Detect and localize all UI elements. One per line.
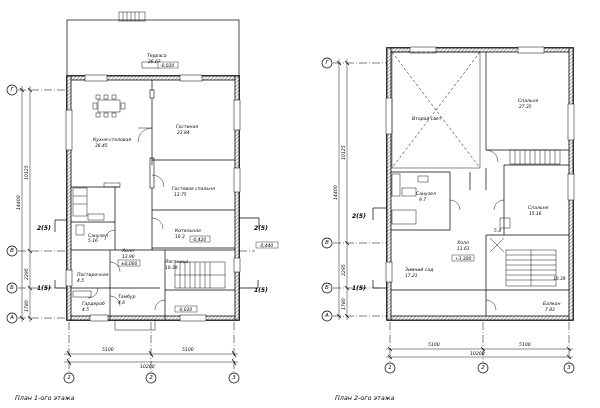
entry-level: -0,020 [178, 307, 192, 313]
room-wc-name: Санузел [88, 233, 108, 239]
room-boiler-name: Котельная [175, 228, 201, 234]
plan1-stairs [174, 261, 226, 289]
plan-2: Второй свет Спальня 27.35 Санузел 9.7 Сп… [321, 46, 575, 402]
plan1-walls [65, 74, 241, 322]
axis-A2-bubble: А [324, 313, 329, 319]
room-wc-area: 5.16 [88, 238, 98, 244]
plan2-doors [449, 149, 505, 311]
dim2-bottom-total: 10200 [470, 351, 485, 357]
dim-left-2295: 2295 [24, 268, 30, 280]
hall2-level: +3,300 [455, 256, 471, 262]
plan2-furniture [391, 149, 561, 229]
stair-area-2: 10.39 [553, 276, 566, 282]
dim-left-1780: 1780 [24, 300, 30, 312]
section-2-left: 2(5) [37, 225, 51, 232]
dim-bottom-2: 5100 [182, 347, 194, 353]
plan1-caption: План 1-ого этажа [15, 394, 74, 402]
room-balcony-area: 7.83 [545, 307, 555, 313]
axis-V-bubble: В [10, 248, 14, 254]
room-bath2-name: Санузел [416, 191, 436, 197]
room-hall2-name: Холл [456, 240, 469, 246]
room-living-name: Гостиная [176, 124, 198, 130]
room-bedroom2-name: Спальня [528, 205, 549, 211]
room-laundry-name: Постирочная [77, 272, 109, 278]
room-vestibule-name: Тамбур [118, 294, 136, 300]
hall-level: ±0,000 [121, 261, 137, 267]
dim-bottom-1: 5100 [102, 347, 114, 353]
axis-1-bubble: 1 [67, 375, 71, 381]
dim2-bottom-1: 5100 [428, 342, 440, 348]
room-balcony-name: Балкон [543, 301, 561, 307]
section-1-left: 1(5) [37, 285, 51, 292]
room-hall-area: 13.90 [122, 254, 135, 260]
axis-2-bubble: 2 [149, 375, 153, 381]
axis-1-plan2-bubble: 1 [388, 365, 392, 371]
dim-left-total: 14400 [16, 195, 22, 210]
section-2-right: 2(5) [254, 225, 268, 232]
axis-3-plan2-bubble: 3 [567, 365, 571, 371]
plan1-axes [18, 89, 255, 372]
dim2-left-1780: 1780 [341, 298, 347, 310]
room-terrace-name: Терраса [147, 53, 167, 59]
room-boiler-area: 10.3 [175, 234, 185, 240]
room-winter-garden-name: Зимний сад [405, 267, 433, 273]
plan1-furniture [72, 94, 126, 298]
section-1-right: 1(5) [254, 287, 268, 294]
room-wardrobe-area: 4.5 [82, 307, 89, 313]
dim-left-span: 10125 [24, 165, 30, 180]
section-1-plan2: 1(5) [352, 285, 366, 292]
room-bath2-area: 9.7 [419, 197, 426, 203]
plan-1: Терраса 26.62 -0,020 Кухня-столовая 36.4… [6, 11, 279, 402]
plan2-axes [333, 62, 570, 362]
room-guest-bedroom-name: Гостевая спальня [172, 186, 215, 192]
room-kitchen-area: 36.45 [95, 143, 108, 149]
axis-G2-bubble: Г [325, 60, 329, 66]
boiler-outside-level: -0,440 [259, 243, 273, 249]
plan2-section-marks: 2(5) 1(5) [352, 207, 387, 292]
room-vestibule-area: 4.6 [118, 300, 125, 306]
plan2-axis-bubbles: Г В Б А 1 2 3 [321, 57, 575, 374]
small-area-5-4: 5.4 [494, 228, 501, 234]
plan2-stairs [489, 237, 557, 287]
room-kitchen-name: Кухня-столовая [93, 137, 131, 143]
room-bedroom1-area: 27.35 [519, 104, 532, 110]
room-guest-bedroom-area: 13.75 [174, 192, 187, 198]
room-laundry-area: 4.5 [77, 278, 84, 284]
axis-G-bubble: Г [10, 87, 14, 93]
axis-V2-bubble: В [325, 240, 329, 246]
plan2-walls [385, 46, 575, 321]
dim2-bottom-2: 5100 [519, 342, 531, 348]
room-hall2-area: 11.61 [457, 246, 470, 252]
plan1-dimensions: 5100 5100 10200 10125 14400 2295 1780 [16, 86, 238, 370]
room-stairs-name: Лестница [164, 259, 189, 265]
plan2-caption: План 2-ого этажа [335, 394, 394, 402]
dim2-left-span: 10125 [341, 145, 347, 160]
axis-2-plan2-bubble: 2 [481, 365, 485, 371]
plan2-dimensions: 5100 5100 10200 10125 14400 2295 1780 [333, 59, 573, 360]
dim-bottom-total: 10200 [140, 364, 155, 370]
room-living-area: 23.84 [177, 130, 190, 136]
terrace [66, 11, 240, 77]
boiler-level: -0,420 [192, 237, 206, 243]
axis-B2-bubble: Б [325, 285, 329, 291]
terrace-level: -0,020 [160, 63, 174, 69]
room-wardrobe-name: Гардероб [82, 301, 105, 307]
dim2-left-total: 14400 [333, 185, 339, 200]
axis-A-bubble: А [9, 315, 14, 321]
room-winter-garden-area: 17.21 [405, 273, 418, 279]
axis-B-bubble: Б [10, 285, 14, 291]
plan1-doors [87, 127, 166, 311]
dim2-left-2295: 2295 [341, 264, 347, 276]
room-bedroom1-name: Спальня [518, 98, 539, 104]
room-second-light-name: Второй свет [412, 116, 442, 122]
axis-3-bubble: 3 [232, 375, 236, 381]
room-bedroom2-area: 15.16 [529, 211, 542, 217]
section-2-plan2: 2(5) [352, 213, 366, 220]
plan1-axis-bubbles: Г В Б А 1 2 3 [6, 84, 240, 384]
room-terrace-area: 26.62 [148, 59, 161, 65]
room-stairs-area: 10.39 [165, 265, 178, 271]
room-hall-name: Холл [121, 248, 134, 254]
